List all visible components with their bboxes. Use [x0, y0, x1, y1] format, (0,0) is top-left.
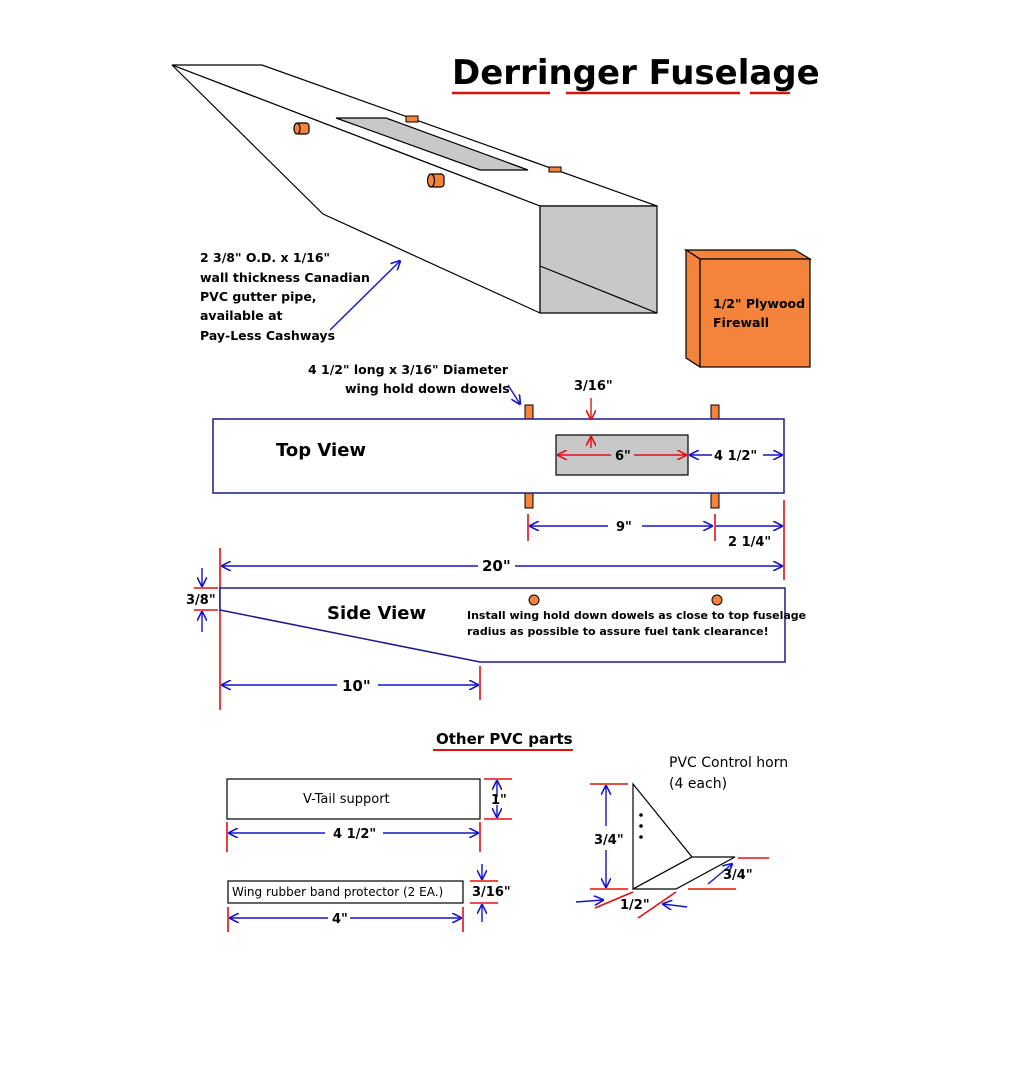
side-view-label: Side View: [327, 603, 426, 624]
dowel-hole: [528, 594, 723, 606]
firewall-label: 1/2" Plywood: [713, 296, 805, 311]
firewall-label: Firewall: [713, 315, 769, 330]
pipe-note: 2 3/8" O.D. x 1/16" wall thickness Canad…: [200, 250, 370, 343]
dim-vtail-height: 1": [491, 793, 507, 808]
svg-text:wall thickness Canadian: wall thickness Canadian: [200, 270, 370, 285]
dim-arrow: [575, 900, 603, 902]
firewall-block: [683, 248, 813, 369]
extension-lines: [194, 587, 218, 611]
pipe-end-face: [539, 205, 658, 314]
vtail-support: [226, 778, 481, 820]
extension-lines: [527, 500, 785, 580]
control-horn: [632, 782, 736, 891]
svg-text:2 3/8" O.D. x 1/16": 2 3/8" O.D. x 1/16": [200, 250, 330, 265]
page-title: Derringer Fuselage: [452, 53, 820, 93]
dim-band-height: 3/16": [472, 885, 511, 900]
svg-text:Pay-Less Cashways: Pay-Less Cashways: [200, 328, 335, 343]
extension-lines: [226, 778, 512, 852]
extension-lines: [227, 880, 498, 932]
dim-dowel-front: 2 1/4": [728, 535, 771, 550]
svg-text:available at: available at: [200, 308, 283, 323]
dowel-note-arrow: [507, 384, 520, 404]
band-protector: [227, 880, 464, 904]
vtail-support-label: V-Tail support: [303, 792, 390, 807]
dim-overall-length: 20": [482, 557, 511, 575]
extension-lines: [590, 783, 769, 919]
dim-arrow: [663, 904, 688, 907]
fuselage-3d-view: [171, 64, 658, 314]
dowel-note: 4 1/2" long x 3/16" Diameter: [308, 362, 509, 377]
band-protector-label: Wing rubber band protector (2 EA.): [232, 885, 443, 899]
svg-text:PVC gutter pipe,: PVC gutter pipe,: [200, 289, 317, 304]
dim-slot-front: 4 1/2": [714, 449, 757, 464]
install-note: radius as possible to assure fuel tank c…: [467, 625, 769, 638]
dim-slot-length: 6": [615, 449, 631, 464]
dim-arrow: [707, 864, 732, 885]
other-parts-heading: Other PVC parts: [436, 730, 573, 748]
dim-dowel-spacing: 9": [616, 520, 632, 535]
dowel-stub: [293, 115, 562, 188]
dim-taper-length: 10": [342, 677, 371, 695]
control-horn-label: (4 each): [669, 776, 727, 792]
wing-slot: [335, 117, 529, 171]
dim-horn-arm: 3/4": [723, 868, 753, 883]
top-view: [212, 404, 785, 509]
dowel-note: wing hold down dowels: [345, 381, 510, 396]
control-horn-label: PVC Control horn: [669, 755, 788, 771]
horn-holes: [639, 813, 643, 839]
dim-horn-height: 3/4": [594, 833, 624, 848]
top-view-label: Top View: [276, 440, 366, 461]
dim-band-length: 4": [332, 912, 348, 927]
pipe-note-arrow: [329, 261, 400, 331]
side-view: [219, 587, 786, 663]
install-note: Install wing hold down dowels as close t…: [467, 609, 806, 622]
dim-vtail-length: 4 1/2": [333, 827, 376, 842]
dim-horn-base: 1/2": [620, 898, 650, 913]
dim-tail-height: 3/8": [186, 593, 216, 608]
dim-slot-offset: 3/16": [574, 379, 613, 394]
